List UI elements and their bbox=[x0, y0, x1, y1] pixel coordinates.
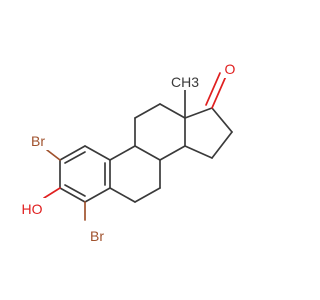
bond-c1-c2 bbox=[59, 145, 86, 161]
bond-c9-c10 bbox=[109, 145, 136, 161]
ketone-oxygen-label: O bbox=[225, 61, 236, 77]
bromine-label-top: Br bbox=[31, 133, 45, 149]
label-bg-br-top bbox=[28, 132, 50, 150]
bromine-label-bottom: Br bbox=[90, 228, 104, 244]
bond-c11-c12 bbox=[134, 103, 161, 119]
bond-c16-c15 bbox=[211, 131, 233, 159]
bond-layer bbox=[43, 72, 233, 221]
label-bg-br-bottom bbox=[84, 225, 110, 243]
bond-c1-c2-double bbox=[64, 151, 86, 164]
hydroxyl-label: HO bbox=[22, 201, 43, 217]
bond-c8-c9 bbox=[134, 145, 161, 161]
bond-c14-c8 bbox=[159, 145, 186, 161]
bond-c17-o-double bbox=[205, 72, 221, 106]
atom-label-layer: Br HO Br O CH3 bbox=[20, 60, 238, 244]
bond-c17-o bbox=[211, 75, 227, 109]
bond-c2-br bbox=[46, 149, 61, 161]
bond-c3-c4 bbox=[59, 187, 86, 203]
label-bg-methyl bbox=[170, 76, 200, 90]
methyl-label: CH3 bbox=[171, 74, 199, 90]
bond-c6-c7 bbox=[134, 187, 161, 203]
bond-c3-o bbox=[43, 187, 61, 199]
chemical-structure-diagram: Br HO Br O CH3 bbox=[20, 60, 238, 244]
bond-c3-c4-double bbox=[64, 184, 86, 197]
bond-c10-c1 bbox=[84, 145, 111, 161]
bond-c4-c5 bbox=[84, 187, 111, 203]
label-bg-ho bbox=[20, 198, 46, 216]
bond-c12-c13 bbox=[159, 103, 186, 119]
bond-c13-c17 bbox=[184, 107, 213, 119]
bond-c17-c16 bbox=[211, 107, 233, 133]
bond-c15-c14 bbox=[184, 145, 213, 159]
bond-c5-c6 bbox=[109, 187, 136, 203]
label-bg-o bbox=[222, 60, 238, 78]
